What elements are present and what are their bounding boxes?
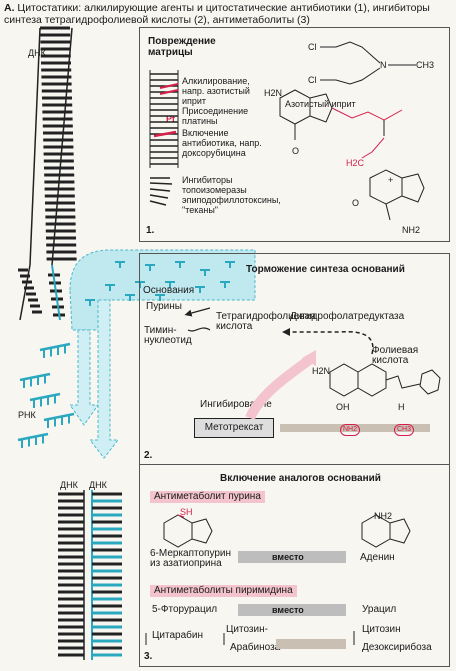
- dna-fork: [18, 264, 65, 321]
- nh2-group: NH2: [374, 511, 393, 521]
- thymine-label: Тимин-нуклеотид: [144, 325, 192, 346]
- cytosine-arabinose-1: Цитозин-: [226, 624, 268, 635]
- atom-ch3: CH3: [416, 60, 435, 70]
- cytosine-deoxy-1: Цитозин: [362, 624, 401, 635]
- cytarabine-label: Цитарабин: [152, 630, 203, 641]
- label-antibiotic: Включение антибиотика, напр. доксорубици…: [182, 128, 262, 158]
- cytosine-arabinose-2: Арабиноза: [230, 642, 281, 653]
- panel-base-analogs: Включение аналогов оснований 3. Антимета…: [139, 464, 450, 667]
- atom-cl1: Cl: [308, 42, 317, 52]
- label-alkylation: Алкилирование, напр. азотистый иприт: [182, 76, 250, 106]
- sh-group: SH: [180, 507, 193, 517]
- adenine-label: Аденин: [360, 552, 395, 563]
- bases-label: Основания: [143, 285, 195, 296]
- figure-title: A. Цитостатики: алкилирующие агенты и ци…: [4, 2, 450, 26]
- instead-text-2: вместо: [272, 605, 304, 615]
- panel2-heading: Торможение синтеза оснований: [246, 264, 405, 275]
- instead-bar-2: [238, 604, 346, 616]
- label-topoisomerase: Ингибиторы топоизомеразы эпиподофиллоток…: [182, 175, 281, 215]
- atom-h2n: H2N: [264, 88, 283, 98]
- dna-bottom-right-label: ДНК: [89, 480, 107, 490]
- nitrogen-mustard-name: Азотистый иприт: [285, 99, 356, 109]
- atom-n: N: [380, 60, 387, 70]
- folate-oh: OH: [336, 402, 350, 412]
- atom-cl2: Cl: [308, 75, 317, 85]
- arabinose-bar: [276, 639, 346, 649]
- dna-bottom-left-label: ДНК: [60, 480, 78, 490]
- pyrimidine-antimetabolite-label: Антиметаболиты пиримидина: [150, 585, 297, 597]
- fluorouracil-label: 5-Фторурацил: [152, 604, 218, 615]
- instead-text-1: вместо: [272, 552, 304, 562]
- panel3-heading: Включение аналогов оснований: [220, 473, 381, 484]
- atom-nh2: NH2: [402, 225, 421, 235]
- title-letter: A.: [4, 2, 15, 14]
- folate-h: H: [398, 402, 405, 412]
- panel-template-damage: Повреждение матрицы 1. Алкилирование, на…: [139, 27, 450, 242]
- panel2-number: 2.: [144, 450, 153, 461]
- panel3-number: 3.: [144, 651, 153, 662]
- purine-antimetabolite-label: Антиметаболит пурина: [150, 491, 265, 503]
- label-platinum: Присоединение платины: [182, 106, 249, 126]
- atom-h2c: H2C: [346, 158, 365, 168]
- base-marks: [85, 261, 235, 306]
- panel1-heading: Повреждение матрицы: [148, 36, 216, 58]
- instead-bar-1: [238, 551, 346, 563]
- methotrexate-box: Метотрексат: [194, 418, 274, 438]
- atom-o1: O: [292, 146, 300, 156]
- atom-plus: +: [388, 175, 394, 185]
- purines-label: Пурины: [146, 301, 182, 312]
- panel1-number: 1.: [146, 225, 155, 236]
- arrow-to-rna: [69, 329, 99, 426]
- pt-symbol: Pt: [166, 114, 175, 124]
- dna-top-label: ДНК: [28, 48, 46, 58]
- dna-bottom-double-strand: [58, 490, 122, 660]
- folate-h2n: H2N: [312, 366, 331, 376]
- cytosine-deoxy-2: Дезоксирибоза: [362, 642, 432, 653]
- mercaptopurine-label: 6-Меркаптопурин из азатиоприна: [150, 548, 232, 569]
- panel-base-synthesis: Торможение синтеза оснований 2. Пурины Т…: [139, 253, 450, 465]
- nh2-circle: NH2: [340, 424, 361, 436]
- ch3-circle: CH3: [394, 424, 415, 436]
- dhfr-label: Дигидрофолатредуктаза: [290, 311, 405, 322]
- rna-fragments: [17, 342, 75, 448]
- panel2-graphics: [184, 307, 441, 421]
- atom-o2: O: [352, 198, 360, 208]
- panel3-graphics: [145, 514, 411, 645]
- thf-label: Тетрагидрофолиевая кислота: [216, 311, 316, 332]
- folic-acid-label: Фолиевая кислота: [372, 345, 419, 366]
- arrow-to-dna: [88, 299, 120, 459]
- panel1-graphics: [149, 41, 425, 221]
- rna-label: РНК: [18, 410, 36, 420]
- uracil-label: Урацил: [362, 604, 397, 615]
- inhibition-label: Ингибирование: [200, 399, 272, 410]
- dna-top-strand: [29, 26, 77, 266]
- title-text: Цитостатики: алкилирующие агенты и цитос…: [4, 2, 430, 26]
